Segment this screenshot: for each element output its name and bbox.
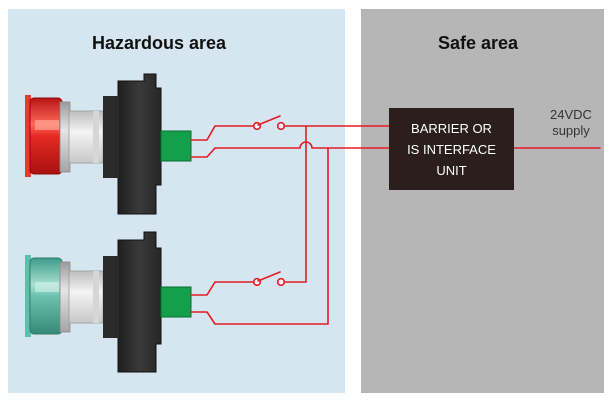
supply-voltage: 24VDC — [550, 107, 592, 122]
supply-word: supply — [552, 123, 590, 138]
unit-label-line: BARRIER OR — [411, 120, 492, 136]
red-pushbutton — [25, 73, 192, 215]
terminal-block — [160, 286, 192, 318]
terminal-block — [160, 130, 192, 162]
green-pushbutton — [25, 231, 192, 373]
hazardous-area-zone — [8, 9, 345, 393]
barrier-interface-unit: BARRIER OR IS INTERFACE UNIT — [389, 108, 514, 190]
supply-label: 24VDC supply — [536, 107, 606, 139]
safe-area-zone — [361, 9, 604, 393]
switch-lever — [257, 271, 281, 282]
unit-label-line: IS INTERFACE — [407, 141, 496, 157]
switch-lever — [257, 115, 281, 126]
wiring — [190, 115, 601, 325]
hazardous-area-title: Hazardous area — [92, 33, 227, 53]
safe-area-title: Safe area — [438, 33, 519, 53]
unit-label-line: UNIT — [436, 162, 467, 178]
